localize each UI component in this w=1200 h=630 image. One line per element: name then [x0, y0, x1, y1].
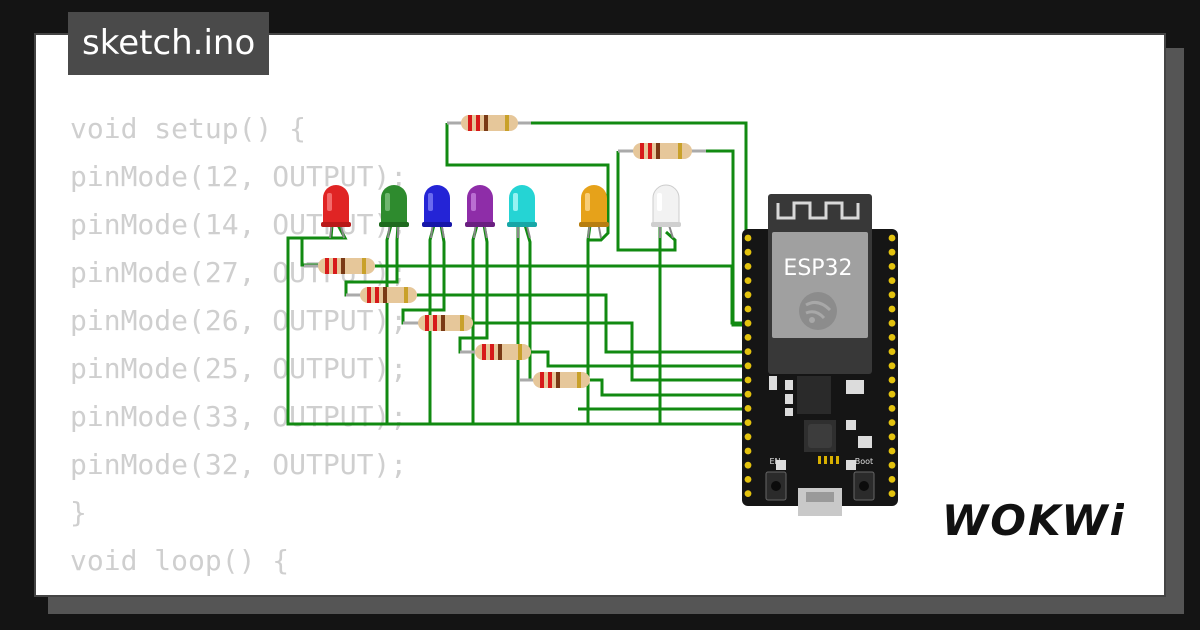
wire: [706, 149, 748, 327]
wire: [375, 264, 748, 325]
wire: [445, 123, 610, 242]
logo-text: WOKWi: [944, 496, 1124, 544]
preview-card: void setup() { pinMode(12, OUTPUT); pinMod…: [34, 33, 1166, 597]
header-pin: [744, 305, 752, 313]
wire: [401, 224, 446, 325]
wire: [385, 224, 393, 424]
header-pin: [888, 263, 896, 270]
header-pin: [744, 390, 752, 398]
header-pin: [744, 447, 752, 455]
code-line: pinMode(26, OUTPUT);: [70, 304, 408, 337]
header-pin: [888, 305, 896, 313]
header-pin: [888, 476, 896, 483]
resistor: [304, 258, 375, 274]
led-blue: [422, 185, 452, 239]
header-pin: [744, 334, 752, 341]
code-background: void setup() { pinMode(12, OUTPUT); pinMod…: [70, 105, 458, 595]
header-pin: [888, 490, 896, 497]
header-pin: [744, 291, 752, 299]
code-line: digitalWrite(12, HIGH);: [70, 585, 458, 595]
code-line: pinMode(33, OUTPUT);: [70, 400, 408, 433]
resistor: [403, 315, 473, 331]
board-label: ESP32: [783, 256, 852, 281]
header-pin: [744, 277, 752, 284]
code-line: pinMode(27, OUTPUT);: [70, 256, 408, 289]
en-button[interactable]: [765, 471, 787, 501]
wire: [531, 121, 748, 238]
left-pin-header: [744, 234, 752, 497]
header-pin: [744, 319, 752, 327]
resistor: [618, 143, 706, 159]
led-purple: [465, 185, 495, 239]
resistor: [520, 372, 590, 388]
header-pin: [888, 348, 896, 355]
resistor: [447, 115, 531, 131]
header-pin: [888, 433, 896, 441]
header-pin: [888, 447, 896, 455]
header-pin: [744, 476, 752, 483]
header-pin: [744, 419, 752, 426]
code-line: pinMode(12, OUTPUT);: [70, 160, 408, 193]
header-pin: [744, 490, 752, 497]
boot-button[interactable]: [853, 471, 875, 501]
header-pin: [888, 376, 896, 384]
right-pin-header: [888, 234, 896, 497]
header-pin: [888, 390, 896, 398]
header-pin: [744, 405, 752, 412]
led-white: [651, 184, 681, 239]
leds: [321, 184, 681, 239]
header-pin: [888, 334, 896, 341]
en-label: EN: [769, 457, 780, 466]
resistor: [346, 287, 417, 303]
wifi-module: ESP32: [768, 194, 872, 374]
header-pin: [888, 405, 896, 412]
esp32-board: ESP32 EN: [742, 194, 898, 516]
header-pin: [744, 234, 752, 242]
header-pin: [888, 362, 896, 370]
code-line: void setup() {: [70, 112, 307, 145]
header-pin: [744, 433, 752, 441]
wire: [590, 378, 748, 397]
header-pin: [888, 234, 896, 242]
code-line: void loop() {: [70, 544, 290, 577]
wire: [473, 321, 748, 382]
header-pin: [744, 376, 752, 384]
code-line: pinMode(32, OUTPUT);: [70, 448, 408, 481]
code-line: pinMode(25, OUTPUT);: [70, 352, 408, 385]
header-pin: [888, 319, 896, 327]
resistors: [304, 115, 706, 388]
smd-components: [769, 376, 872, 470]
wire: [531, 350, 748, 368]
header-pin: [888, 461, 896, 469]
led-red: [321, 185, 351, 239]
header-pin: [744, 348, 752, 355]
header-pin: [744, 263, 752, 270]
header-pin: [744, 248, 752, 256]
header-pin: [888, 419, 896, 426]
header-pin: [744, 461, 752, 469]
header-pin: [744, 362, 752, 370]
led-cyan: [507, 185, 537, 239]
led-green: [379, 185, 409, 239]
wokwi-logo: WOKWi: [944, 496, 1124, 544]
header-pin: [888, 248, 896, 256]
led-orange: [579, 185, 609, 239]
code-line: }: [70, 496, 87, 529]
header-pin: [888, 277, 896, 284]
file-tab[interactable]: sketch.ino: [68, 12, 270, 75]
header-pin: [888, 291, 896, 299]
boot-label: Boot: [855, 457, 873, 466]
resistor: [460, 344, 531, 360]
